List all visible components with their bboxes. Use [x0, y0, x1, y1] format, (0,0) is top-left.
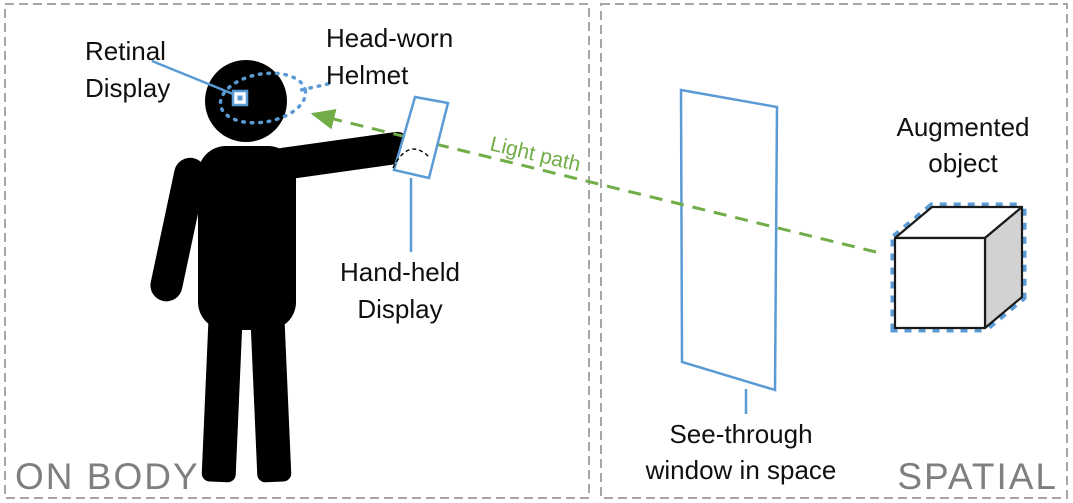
hand-held-display-label-line1: Hand-held	[340, 257, 460, 287]
augmented-object-cube	[890, 202, 1027, 333]
silhouette-left-leg	[201, 307, 243, 483]
silhouette-left-arm	[150, 157, 207, 302]
human-silhouette	[150, 60, 413, 483]
light-path-label: Light path	[488, 132, 583, 176]
hand-held-display-label-line2: Display	[357, 294, 442, 324]
spatial-panel-border	[600, 3, 1068, 499]
see-through-window	[679, 88, 779, 392]
spatial-panel-label: SPATIAL	[897, 456, 1058, 497]
retinal-display-leader-line	[151, 59, 234, 96]
see-through-window-label-line2: window in space	[645, 455, 837, 485]
hand-held-display	[392, 95, 450, 180]
silhouette-extended-arm	[267, 131, 413, 180]
head-worn-helmet-label-line2: Helmet	[326, 60, 409, 90]
hand-outline	[392, 148, 431, 169]
cube-front-face	[893, 236, 987, 330]
see-through-window-label-line1: See-through	[669, 419, 812, 449]
silhouette-right-leg	[250, 307, 292, 483]
retinal-display-label-line2: Display	[85, 73, 170, 103]
head-worn-helmet-label-line1: Head-worn	[326, 23, 453, 53]
light-path-arrow	[310, 108, 877, 254]
augmented-object-label-line1: Augmented	[897, 112, 1030, 142]
retinal-display-marker-dot	[237, 95, 243, 101]
retinal-display-label-line1: Retinal	[85, 36, 166, 66]
on-body-panel-border	[4, 3, 590, 499]
augmented-object-label-line2: object	[928, 148, 998, 178]
silhouette-torso	[198, 146, 296, 330]
head-worn-helmet-outline	[218, 71, 308, 125]
on-body-panel-label: ON BODY	[15, 456, 200, 497]
